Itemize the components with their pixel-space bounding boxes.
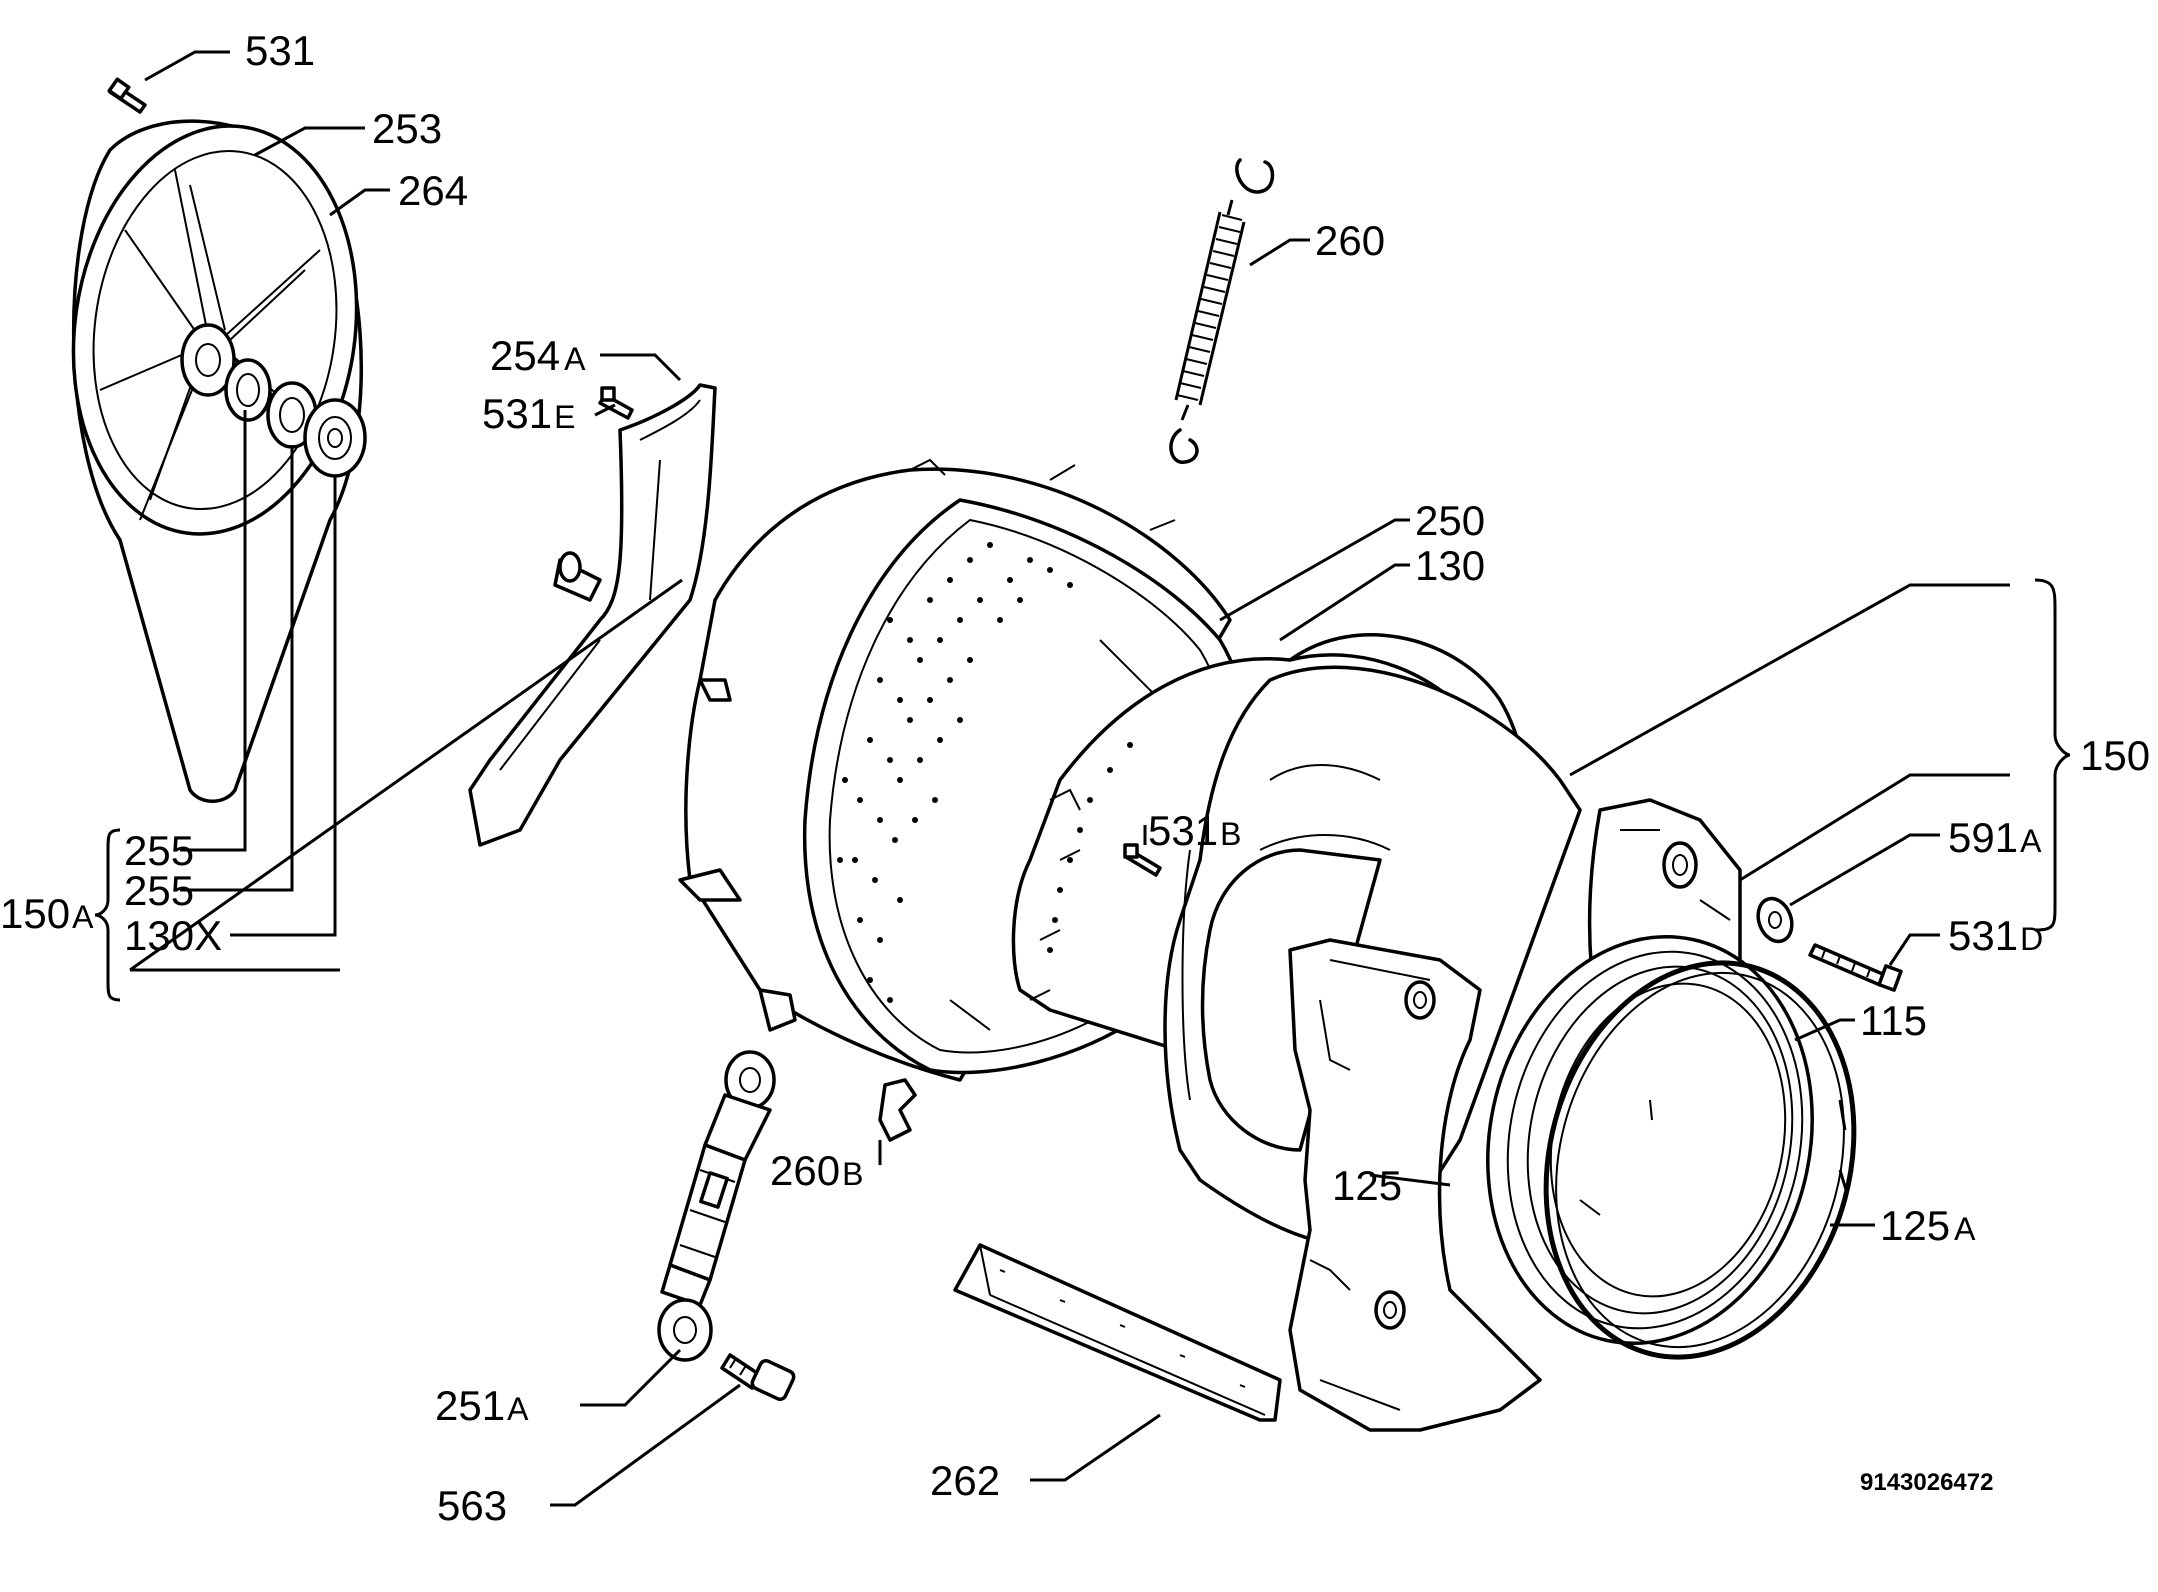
screw-531e-drawing bbox=[598, 386, 634, 420]
front-flange-125-drawing bbox=[1288, 938, 1542, 1432]
label-531d: 531D bbox=[1948, 912, 2043, 959]
drawing-reference-number: 9143026472 bbox=[1860, 1469, 1993, 1496]
brace-150a bbox=[94, 828, 121, 1002]
label-264: 264 bbox=[398, 167, 468, 214]
label-260b: 260B bbox=[770, 1147, 863, 1194]
label-150a: 150A bbox=[0, 890, 94, 937]
label-251a: 251A bbox=[435, 1382, 529, 1429]
bolt-531d-drawing bbox=[1808, 943, 1903, 992]
label-255-second: 255 bbox=[124, 867, 194, 914]
screw-531b-drawing bbox=[1123, 843, 1162, 877]
label-150: 150 bbox=[2080, 732, 2150, 779]
label-255-first: 255 bbox=[124, 827, 194, 874]
spring-260-drawing bbox=[1169, 158, 1275, 464]
label-115: 115 bbox=[1860, 997, 1927, 1044]
label-125: 125 bbox=[1332, 1162, 1402, 1209]
door-gasket-115-drawing bbox=[1486, 934, 1814, 1346]
shock-absorber-251a-drawing bbox=[657, 1050, 776, 1362]
drum-perforations bbox=[837, 542, 1073, 1003]
label-130x: 130X bbox=[124, 912, 222, 959]
label-591a: 591A bbox=[1948, 814, 2042, 861]
drum-130-perforations bbox=[1047, 742, 1133, 953]
screw-531-drawing bbox=[107, 77, 147, 114]
clip-260b-drawing bbox=[878, 1078, 917, 1142]
bolt-563-drawing bbox=[720, 1353, 796, 1401]
label-253: 253 bbox=[372, 105, 442, 152]
label-130: 130 bbox=[1415, 542, 1485, 589]
leader-lines bbox=[129, 50, 2010, 1507]
label-250: 250 bbox=[1415, 497, 1485, 544]
clamp-ring-125a-drawing bbox=[1543, 960, 1857, 1360]
washer-591a-drawing bbox=[1756, 896, 1794, 944]
label-260: 260 bbox=[1315, 217, 1385, 264]
label-262: 262 bbox=[930, 1457, 1000, 1504]
brace-150 bbox=[2034, 578, 2071, 932]
label-563: 563 bbox=[437, 1482, 507, 1529]
counterweight-262-drawing bbox=[953, 1243, 1282, 1422]
label-531b: 531B bbox=[1148, 807, 1241, 854]
label-531e: 531E bbox=[482, 390, 575, 437]
bracket-254a-drawing bbox=[468, 383, 717, 847]
label-531: 531 bbox=[245, 27, 315, 74]
